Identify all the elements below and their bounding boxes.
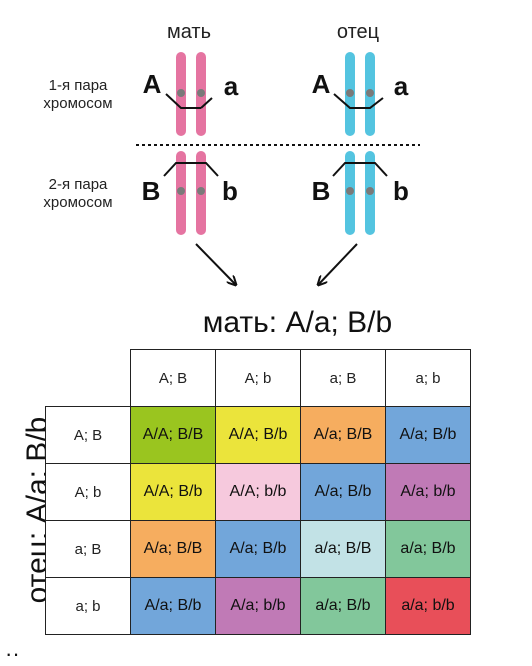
table-row: a; B A/a; B/B A/a; B/b a/a; B/B a/a; B/b: [45, 520, 471, 578]
table-row: A; B A/A; B/B A/A; B/b A/a; B/B A/a; B/b: [45, 406, 471, 464]
mother-gamete-header: A; b: [215, 349, 301, 407]
mother-allele-A: A: [143, 69, 162, 99]
genotype-cell: A/a; B/b: [215, 520, 301, 578]
father-gamete-header: a; B: [45, 520, 131, 578]
centromere: [346, 89, 354, 97]
centromere: [366, 89, 374, 97]
mother-genotype-label: мать: A/a; B/b: [202, 306, 393, 339]
header-row: A; B A; b a; B a; b: [45, 349, 471, 407]
pair2-label-line2: хромосом: [43, 194, 112, 211]
father-allele-b: b: [393, 176, 409, 206]
allele-pointer: [165, 93, 201, 109]
genotype-cell: A/A; B/b: [215, 406, 301, 464]
father-label: отец: [337, 21, 379, 43]
genotype-cell: A/a; B/b: [385, 406, 471, 464]
genotype-cell: A/a; b/b: [385, 463, 471, 521]
corner-cell: [45, 349, 131, 407]
father-allele-A: A: [312, 69, 331, 99]
father-chromosome-pair-1: A a: [312, 52, 409, 136]
mother-allele-B: B: [142, 176, 161, 206]
arrow-mother: [195, 243, 236, 285]
centromere: [366, 187, 374, 195]
genotype-cell: a/a; B/b: [385, 520, 471, 578]
mother-gamete-header: a; b: [385, 349, 471, 407]
mother-chromosome-pair-1: A a: [143, 52, 239, 136]
mother-allele-b: b: [222, 176, 238, 206]
pair1-label-line2: хромосом: [43, 95, 112, 112]
pair1-label-line1: 1-я пара: [49, 77, 108, 94]
centromere: [346, 187, 354, 195]
father-chromosome-pair-2: B b: [312, 151, 409, 235]
mother-gamete-header: a; B: [300, 349, 386, 407]
genotype-cell: A/A; b/b: [215, 463, 301, 521]
chromosome-diagram: мать отец 1-я пара хромосом 2-я пара хро…: [43, 21, 420, 310]
centromere: [177, 187, 185, 195]
footer-mark: ··: [5, 641, 20, 666]
allele-pointer: [332, 162, 388, 177]
genotype-cell: a/a; B/b: [300, 577, 386, 635]
table-row: A; b A/A; B/b A/A; b/b A/a; B/b A/a; b/b: [45, 463, 471, 521]
father-allele-a: a: [394, 71, 409, 101]
genotype-cell: A/a; B/b: [130, 577, 216, 635]
centromere: [197, 187, 205, 195]
genotype-cell: A/a; B/B: [300, 406, 386, 464]
genotype-cell: A/a; B/B: [130, 520, 216, 578]
pair2-label-line1: 2-я пара: [49, 176, 108, 193]
genotype-cell: A/A; B/B: [130, 406, 216, 464]
arrow-father: [318, 243, 358, 285]
allele-pointer: [333, 93, 384, 109]
father-gamete-header: A; b: [45, 463, 131, 521]
father-gamete-header: A; B: [45, 406, 131, 464]
allele-pointer: [200, 97, 213, 109]
table-row: a; b A/a; B/b A/a; b/b a/a; B/b a/a; b/b: [45, 577, 471, 635]
genotype-cell: A/a; b/b: [215, 577, 301, 635]
centromere: [177, 89, 185, 97]
mother-allele-a: a: [224, 71, 239, 101]
genotype-cell: A/A; B/b: [130, 463, 216, 521]
mother-gamete-header: A; B: [130, 349, 216, 407]
allele-pointer: [163, 162, 219, 177]
mother-label: мать: [167, 21, 211, 43]
mother-chromosome-pair-2: B b: [142, 151, 238, 235]
father-allele-B: B: [312, 176, 331, 206]
genotype-cell: a/a; B/B: [300, 520, 386, 578]
punnett-square: A; B A; b a; B a; b A; B A/A; B/B A/A; B…: [45, 349, 471, 635]
genotype-cell: A/a; B/b: [300, 463, 386, 521]
centromere: [197, 89, 205, 97]
father-gamete-header: a; b: [45, 577, 131, 635]
genotype-cell: a/a; b/b: [385, 577, 471, 635]
